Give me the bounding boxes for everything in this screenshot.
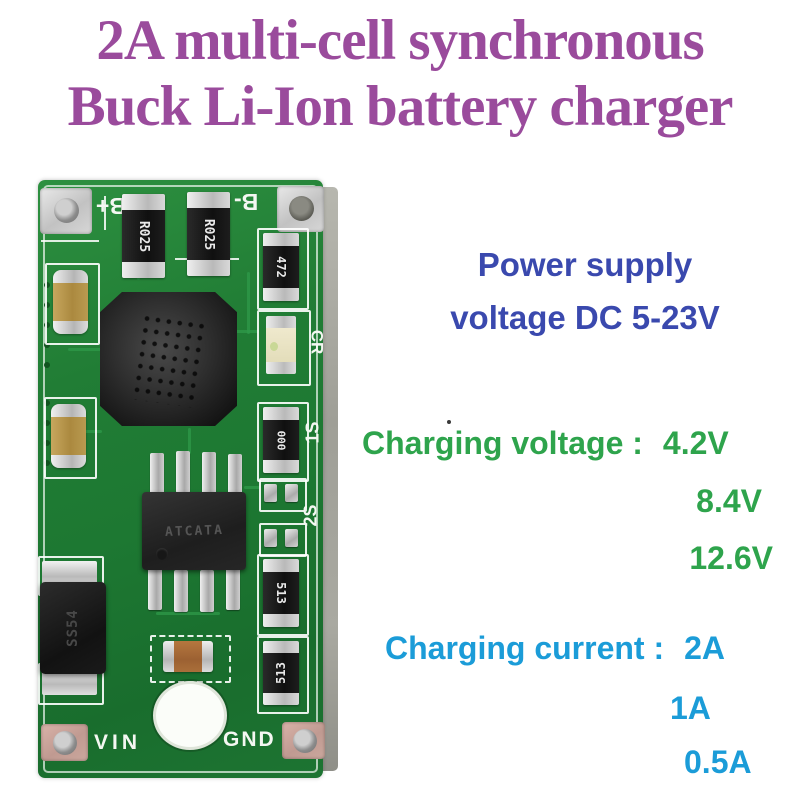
charge-led xyxy=(266,316,296,374)
diode-marking: SS54 xyxy=(65,609,81,647)
silkscreen-line xyxy=(104,196,106,230)
label-2s: 2S xyxy=(300,504,321,527)
ic-package: ATCATA xyxy=(142,492,246,570)
resistor-513-outline xyxy=(257,554,309,636)
ic-pin xyxy=(202,452,216,494)
input-capacitor-2 xyxy=(51,404,86,468)
ic-pin xyxy=(226,568,240,610)
pad-hole xyxy=(293,729,317,753)
charging-voltage-value-3: 12.6V xyxy=(689,540,773,576)
charging-voltage-label: Charging voltage : xyxy=(362,425,643,461)
jumper-outline xyxy=(259,523,307,557)
label-1s: 1S xyxy=(302,421,323,444)
sense-resistor-2: R025 xyxy=(187,192,230,276)
charging-voltage-value-1: 4.2V xyxy=(662,425,729,461)
ic-pin xyxy=(150,453,164,495)
ic-marking: ATCATA xyxy=(164,522,224,540)
input-diode: SS54 xyxy=(40,582,106,674)
power-inductor xyxy=(100,292,237,426)
solder-pad-b-minus xyxy=(277,186,324,232)
ic-pin1-dot xyxy=(156,548,168,560)
pcb-module-photo: B+ B- VIN GND R025 R025 472 CR xyxy=(38,180,340,778)
resistor-472: 472 xyxy=(263,233,299,301)
charging-current-label: Charging current : xyxy=(385,630,665,666)
power-supply-line1: Power supply xyxy=(477,246,693,283)
solder-pad-gnd xyxy=(282,722,325,759)
silkscreen-border xyxy=(43,185,318,773)
power-supply-line2: voltage DC 5-23V xyxy=(450,299,720,336)
charging-current-row: Charging current : 2A xyxy=(385,630,725,667)
ic-pin xyxy=(176,451,190,493)
charging-current-value-3: 0.5A xyxy=(684,744,752,780)
charging-voltage-row: Charging voltage : 4.2V xyxy=(362,425,729,462)
resistor-000: 000 xyxy=(263,407,299,473)
solder-pad-b-plus xyxy=(40,188,92,234)
resistor-513-outline xyxy=(257,636,309,714)
ic-pin xyxy=(228,454,242,496)
pad-hole xyxy=(289,196,314,221)
charging-voltage-value-2: 8.4V xyxy=(696,483,762,519)
dust-speck xyxy=(447,420,451,424)
output-capacitor xyxy=(163,641,213,672)
label-vin: VIN xyxy=(94,731,142,754)
ic-pin xyxy=(200,570,214,612)
charging-current-value-1: 2A xyxy=(684,630,726,666)
jumper-outline xyxy=(259,478,307,512)
inductor-marking xyxy=(130,311,208,409)
via-column xyxy=(44,282,50,288)
pad-hole xyxy=(53,731,77,755)
label-b-minus: B- xyxy=(234,189,259,215)
label-gnd: GND xyxy=(223,728,276,751)
ic-pin xyxy=(174,570,188,612)
solder-pad-vin xyxy=(41,724,88,761)
product-title: 2A multi-cell synchronous Buck Li-Ion ba… xyxy=(0,8,800,140)
product-title-line2: Buck Li-Ion battery charger xyxy=(67,75,734,138)
pcb-side-edge xyxy=(321,187,338,771)
power-supply-spec: Power supply voltage DC 5-23V xyxy=(390,238,780,344)
resistor-472-outline xyxy=(257,228,309,310)
silkscreen-line xyxy=(41,240,99,242)
solder-jumper-1 xyxy=(263,482,299,504)
led-outline xyxy=(257,310,311,386)
resistor-513-1: 513 xyxy=(263,559,299,627)
sense-resistor-1: R025 xyxy=(122,194,165,278)
capacitor-outline xyxy=(45,263,100,345)
mounting-hole xyxy=(153,681,227,750)
charging-current-value-2: 1A xyxy=(670,690,711,726)
capacitor-outline xyxy=(44,397,97,479)
solder-jumper-2 xyxy=(263,527,299,549)
product-title-line1: 2A multi-cell synchronous xyxy=(96,9,704,72)
input-capacitor-1 xyxy=(53,270,88,334)
pad-hole xyxy=(54,198,79,223)
resistor-000-outline xyxy=(257,402,309,482)
resistor-513-2: 513 xyxy=(263,641,299,705)
label-cr: CR xyxy=(307,329,327,355)
ic-pin xyxy=(148,568,162,610)
